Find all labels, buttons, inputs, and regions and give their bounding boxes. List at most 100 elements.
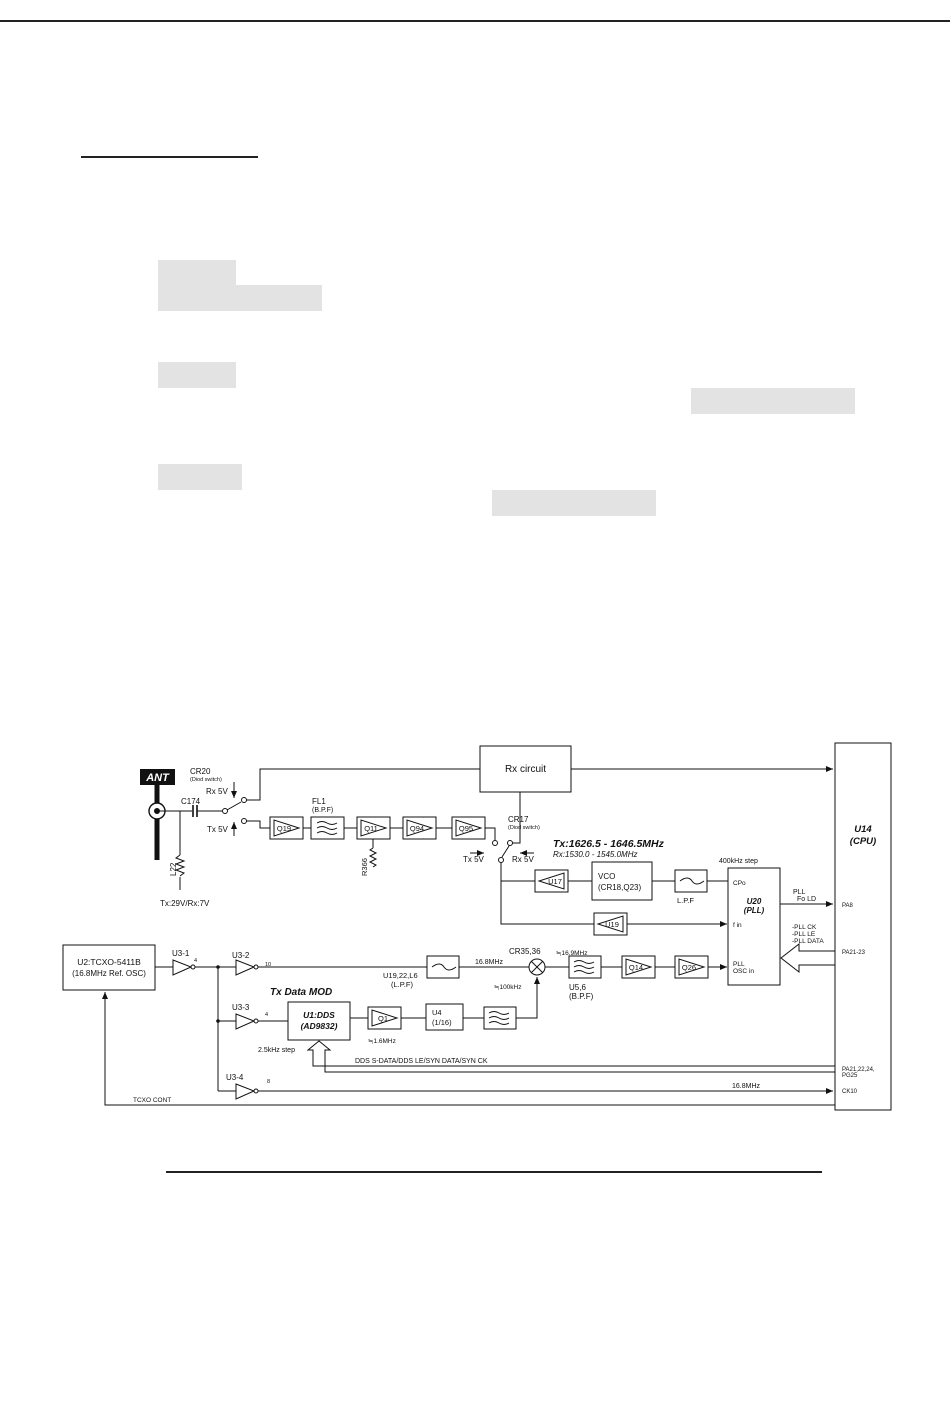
- svg-text:CR35,36: CR35,36: [509, 947, 541, 956]
- svg-text:4: 4: [194, 958, 197, 964]
- u19-amp: U19: [593, 912, 628, 936]
- svg-text:4: 4: [265, 1012, 268, 1018]
- rx-freq-label: Rx:1530.0 - 1545.0MHz: [553, 850, 638, 859]
- fl1-bpf: FL1 (B.P.F): [310, 797, 345, 840]
- pll-bus-arrow: [780, 942, 836, 974]
- svg-text:PA8: PA8: [842, 903, 854, 909]
- svg-text:Q14: Q14: [629, 963, 643, 972]
- f100k-label: ≒100kHz: [494, 984, 522, 991]
- svg-text:(B.P.F): (B.P.F): [312, 807, 333, 814]
- redacted-text-6: [492, 490, 656, 516]
- top-rule: [0, 20, 950, 22]
- cr17-tx5v: Tx 5V: [463, 855, 485, 864]
- svg-text:(PLL): (PLL): [744, 906, 765, 915]
- q26-amp: Q26: [674, 955, 709, 979]
- cr17-rx5v: Rx 5V: [512, 855, 534, 864]
- svg-text:10: 10: [265, 962, 271, 968]
- svg-text:VCO: VCO: [598, 872, 615, 881]
- redacted-text-3: [158, 362, 236, 388]
- svg-text:(1/16): (1/16): [432, 1018, 452, 1027]
- q95-amp: Q95: [451, 816, 486, 840]
- svg-text:CPo: CPo: [733, 880, 746, 887]
- f168-label: 16.8MHz: [475, 959, 504, 966]
- svg-text:U19: U19: [605, 920, 619, 929]
- svg-text:(L.P.F): (L.P.F): [391, 980, 413, 989]
- u3-2-label: U3-2: [232, 951, 250, 960]
- svg-text:U1:DDS: U1:DDS: [303, 1010, 335, 1020]
- q1-amp: Q1: [367, 1006, 402, 1030]
- q11-amp: Q11: [356, 816, 391, 840]
- svg-text:U2:TCXO-5411B: U2:TCXO-5411B: [77, 957, 141, 967]
- svg-text:Q1: Q1: [378, 1014, 388, 1023]
- cr20-rx5v: Rx 5V: [206, 787, 228, 796]
- pll-le-label: -PLL LE: [792, 931, 816, 938]
- svg-text:OSC in: OSC in: [733, 968, 754, 975]
- cr17-sub: (Diod switch): [508, 825, 540, 831]
- redacted-text-1: [158, 260, 236, 286]
- svg-text:Q19: Q19: [277, 824, 291, 833]
- svg-text:Q11: Q11: [364, 824, 378, 833]
- ant-label: ANT: [145, 772, 170, 784]
- u14-cpu-box: U14 (CPU) PA8 PA21-23 PA21,22,24, PG25 C…: [834, 742, 892, 1111]
- svg-text:(B.P.F): (B.P.F): [569, 992, 594, 1001]
- f168b-label: 16.8MHz: [732, 1083, 761, 1090]
- fo-ld-label: Fo LD: [797, 896, 816, 903]
- step-400k-label: 400kHz step: [719, 858, 758, 865]
- lpf-box: L.P.F: [674, 869, 708, 905]
- dds-bus-arrow: [306, 1040, 836, 1073]
- u3-1-label: U3-1: [172, 949, 190, 958]
- cr20-label: CR20: [190, 767, 211, 776]
- redacted-text-2: [158, 285, 322, 311]
- svg-text:(AD9832): (AD9832): [301, 1021, 338, 1031]
- svg-text:f in: f in: [733, 922, 742, 929]
- svg-text:U5,6: U5,6: [569, 983, 586, 992]
- u17-amp: U17: [534, 869, 569, 893]
- svg-text:8: 8: [267, 1079, 270, 1085]
- redacted-text-5: [158, 464, 242, 490]
- u20-pll-box: CPo U20 (PLL) f in PLL OSC in: [727, 867, 781, 986]
- tx-data-mod-label: Tx Data MOD: [270, 987, 332, 998]
- svg-text:PG25: PG25: [842, 1073, 858, 1079]
- q14-amp: Q14: [621, 955, 656, 979]
- u19-22-lpf: U19,22,L6 (L.P.F): [383, 955, 460, 989]
- pll-ck-label: -PLL CK: [792, 924, 817, 931]
- tx-freq-label: Tx:1626.5 - 1646.5MHz: [553, 838, 665, 850]
- u3-4-label: U3-4: [226, 1073, 244, 1082]
- u5-6-bpf: U5,6 (B.P.F): [568, 955, 602, 1001]
- dds-bus-label: DDS S-DATA/DDS LE/SYN DATA/SYN CK: [355, 1058, 488, 1065]
- cr17-label: CR17: [508, 815, 529, 824]
- tcxo-box: U2:TCXO-5411B (16.8MHz Ref. OSC): [62, 944, 156, 991]
- svg-text:Q94: Q94: [410, 824, 424, 833]
- vco-box: VCO (CR18,Q23): [591, 861, 653, 901]
- f16m-label: ≒1.6MHz: [368, 1038, 396, 1045]
- cr20-sub: (Diod switch): [190, 777, 222, 783]
- svg-text:U14: U14: [854, 824, 872, 835]
- svg-text:U4: U4: [432, 1008, 442, 1017]
- svg-text:Q95: Q95: [459, 824, 473, 833]
- svg-text:PLL: PLL: [733, 961, 745, 968]
- svg-text:Rx circuit: Rx circuit: [505, 764, 546, 775]
- svg-text:U20: U20: [747, 897, 762, 906]
- section-heading-underline: [81, 156, 258, 158]
- dds-bpf: [483, 1006, 517, 1030]
- svg-text:L.P.F: L.P.F: [677, 896, 694, 905]
- svg-text:Q26: Q26: [682, 963, 696, 972]
- redacted-text-4: [691, 388, 855, 414]
- svg-text:PA21,22,24,: PA21,22,24,: [842, 1067, 875, 1073]
- r366-label: R366: [360, 858, 369, 876]
- tcxo-cont-label: TCXO CONT: [133, 1097, 171, 1104]
- svg-text:PA21-23: PA21-23: [842, 950, 866, 956]
- pll-fo-label: PLL: [793, 889, 806, 896]
- rx-circuit-box: Rx circuit: [479, 745, 572, 793]
- q94-amp: Q94: [402, 816, 437, 840]
- svg-text:(CPU): (CPU): [850, 836, 876, 847]
- step-25k-label: 2.5kHz step: [258, 1047, 295, 1054]
- pll-data-label: -PLL DATA: [792, 938, 824, 945]
- u3-3-label: U3-3: [232, 1003, 250, 1012]
- svg-text:(CR18,Q23): (CR18,Q23): [598, 883, 641, 892]
- antenna-icon: ANT: [140, 769, 175, 860]
- l22-label: L22: [169, 862, 178, 876]
- c174-label: C174: [181, 797, 201, 806]
- ant-voltage-label: Tx:29V/Rx:7V: [160, 899, 210, 908]
